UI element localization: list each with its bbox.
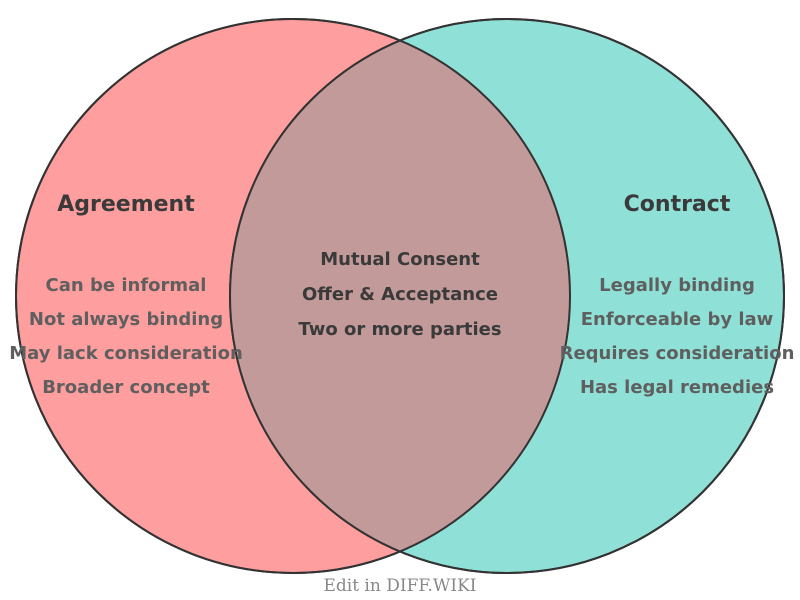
left-set-items: Can be informal Not always binding May l… xyxy=(1,269,251,405)
list-item: Enforceable by law xyxy=(580,309,774,330)
overlap-lens xyxy=(229,40,571,552)
list-item: Can be informal xyxy=(45,275,207,296)
right-set-title: Contract xyxy=(623,192,731,217)
overlap-items: Mutual Consent Offer & Acceptance Two or… xyxy=(275,242,525,347)
list-item: Broader concept xyxy=(42,377,210,398)
list-item: Mutual Consent xyxy=(320,249,480,270)
contract-circle-outline xyxy=(229,18,785,574)
list-item: Requires consideration xyxy=(559,343,795,364)
right-set-items: Legally binding Enforceable by law Requi… xyxy=(552,269,800,405)
left-set-title: Agreement xyxy=(57,192,195,217)
list-item: May lack consideration xyxy=(9,343,243,364)
agreement-circle-outline xyxy=(15,18,571,574)
list-item: Not always binding xyxy=(28,309,224,330)
list-item: Offer & Acceptance xyxy=(301,284,498,305)
list-item: Has legal remedies xyxy=(579,377,775,398)
edit-in-diffwiki-link[interactable]: Edit in DIFF.WIKI xyxy=(323,576,477,596)
list-item: Two or more parties xyxy=(298,319,502,340)
list-item: Legally binding xyxy=(599,275,755,296)
